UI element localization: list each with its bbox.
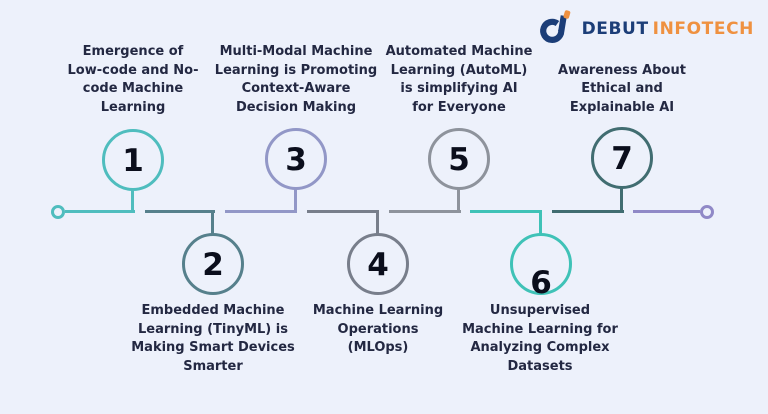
milestone-circle-2: 2 <box>182 233 244 295</box>
timeline-connector <box>470 210 542 213</box>
timeline-start-dot <box>51 205 65 219</box>
label-item-1: Emergence of Low-code and No- code Machi… <box>67 44 199 115</box>
timeline-connector <box>65 210 135 213</box>
milestone-circle-6: 6 <box>510 233 572 298</box>
milestone-circle-5: 5 <box>428 128 490 190</box>
timeline-stem <box>457 188 460 213</box>
timeline-connector <box>225 210 297 213</box>
milestone-number-2: 2 <box>202 246 224 283</box>
milestone-circle-3: 3 <box>265 128 327 190</box>
timeline-connector <box>552 210 624 213</box>
milestone-number-4: 4 <box>367 246 389 283</box>
label-item-7: Awareness About Ethical and Explainable … <box>558 62 686 115</box>
timeline-connector <box>633 210 700 213</box>
timeline-stem <box>294 188 297 213</box>
timeline-stem <box>211 211 214 235</box>
milestone-circle-1: 1 <box>102 129 164 191</box>
timeline-end-dot <box>700 205 714 219</box>
timeline-stem <box>131 189 134 213</box>
milestone-number-7: 7 <box>611 140 633 177</box>
milestone-number-5: 5 <box>448 141 470 178</box>
debut-infotech-monogram-icon <box>539 10 570 43</box>
timeline-stem <box>539 211 542 235</box>
timeline-stem <box>376 211 379 235</box>
label-item-2: Embedded Machine Learning (TinyML) is Ma… <box>131 303 295 374</box>
label-item-4: Machine Learning Operations (MLOps) <box>312 303 444 355</box>
milestone-number-6: 6 <box>530 264 552 301</box>
milestone-circle-4: 4 <box>347 233 409 295</box>
timeline-connector <box>145 210 215 213</box>
label-item-5: Automated Machine Learning (AutoML) is s… <box>385 44 533 115</box>
milestone-number-3: 3 <box>285 141 307 178</box>
timeline-stem <box>620 187 623 213</box>
label-item-6: Unsupervised Machine Learning for Analyz… <box>462 303 618 374</box>
milestone-circle-7: 7 <box>591 127 653 189</box>
timeline-connector <box>389 210 461 213</box>
timeline-connector <box>307 210 379 213</box>
milestone-number-1: 1 <box>122 142 144 179</box>
brand-name-primary: DEBUT <box>581 19 649 39</box>
brand-name-secondary: INFOTECH <box>652 19 754 39</box>
label-item-3: Multi-Modal Machine Learning is Promotin… <box>214 44 378 115</box>
